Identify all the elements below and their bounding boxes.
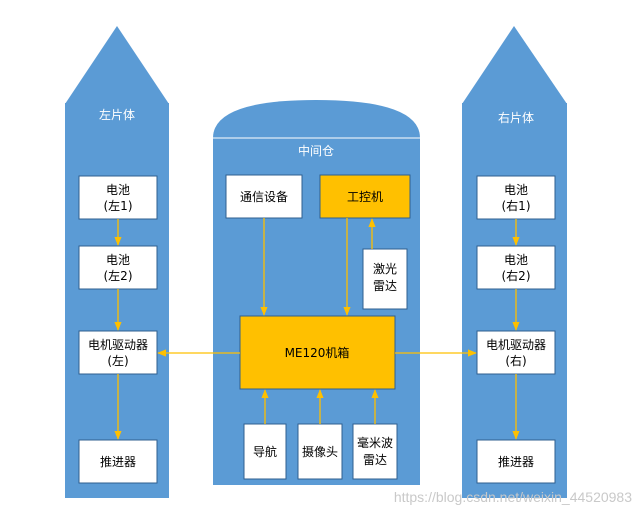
industrial-pc: 工控机: [319, 174, 411, 219]
camera-label: 摄像头: [302, 444, 338, 459]
mmwave-radar-line1: 毫米波: [357, 435, 393, 450]
right-thruster-label: 推进器: [498, 455, 534, 469]
right-battery-1-line2: (右1): [502, 198, 531, 213]
left-hull-body: [65, 103, 169, 498]
comm-device: 通信设备: [225, 174, 303, 219]
right-hull-roof: [462, 26, 567, 104]
left-motor-driver-line1: 电机驱动器: [88, 338, 148, 352]
right-battery-2-line2: (右2): [502, 268, 531, 283]
mmwave-radar-line2: 雷达: [363, 453, 387, 467]
right-thruster: 推进器: [476, 439, 556, 484]
right-battery-2-line1: 电池: [504, 253, 528, 267]
left-thruster-label: 推进器: [100, 455, 136, 469]
right-battery-1: 电池 (右1): [476, 175, 556, 220]
lidar: 激光 雷达: [362, 248, 408, 310]
right-hull-title: 右片体: [498, 110, 534, 125]
middle-cabin-title: 中间仓: [298, 143, 334, 158]
comm-device-label: 通信设备: [240, 190, 288, 204]
left-battery-2: 电池 (左2): [78, 245, 158, 290]
right-motor-driver: 电机驱动器 (右): [476, 330, 556, 375]
right-motor-driver-line1: 电机驱动器: [486, 338, 546, 352]
left-hull-title: 左片体: [99, 107, 135, 122]
industrial-pc-label: 工控机: [347, 190, 383, 204]
left-thruster: 推进器: [78, 439, 158, 484]
me120-chassis: ME120机箱: [239, 315, 396, 390]
camera: 摄像头: [297, 423, 343, 480]
right-hull-body: [462, 103, 567, 498]
right-battery-2: 电池 (右2): [476, 245, 556, 290]
left-battery-2-line2: (左2): [104, 268, 133, 283]
left-motor-driver: 电机驱动器 (左): [78, 330, 158, 375]
lidar-line2: 雷达: [373, 279, 397, 293]
left-motor-driver-line2: (左): [107, 353, 128, 368]
mmwave-radar: 毫米波 雷达: [352, 423, 398, 480]
left-hull: 左片体: [65, 26, 169, 498]
left-battery-1: 电池 (左1): [78, 175, 158, 220]
right-battery-1-line1: 电池: [504, 183, 528, 197]
left-hull-roof: [65, 26, 169, 104]
watermark-text: https://blog.csdn.net/weixin_44520983: [394, 489, 632, 505]
left-battery-2-line1: 电池: [106, 253, 130, 267]
navigation-label: 导航: [253, 444, 277, 459]
arrows: [114, 218, 520, 440]
left-battery-1-line1: 电池: [106, 183, 130, 197]
lidar-line1: 激光: [373, 262, 397, 276]
left-battery-1-line2: (左1): [104, 198, 133, 213]
me120-chassis-label: ME120机箱: [285, 345, 350, 360]
navigation: 导航: [243, 423, 287, 480]
right-motor-driver-line2: (右): [505, 353, 526, 368]
